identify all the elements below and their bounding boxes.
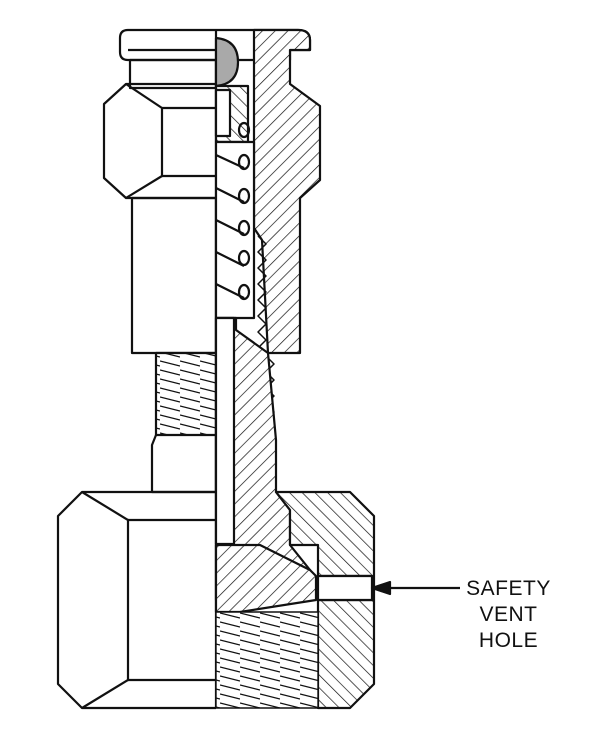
callout-arrow bbox=[370, 580, 460, 596]
upper-body-section bbox=[252, 28, 322, 355]
callout-line-2: VENT bbox=[479, 603, 538, 626]
vent-hole bbox=[316, 574, 374, 602]
spring-coils bbox=[214, 121, 256, 320]
lower-internal-threads bbox=[215, 611, 319, 709]
seal-ball bbox=[214, 36, 240, 88]
threaded-stem bbox=[150, 351, 218, 494]
callout-line-3: HOLE bbox=[478, 629, 539, 652]
body-shank bbox=[130, 196, 218, 355]
poppet-stem bbox=[214, 84, 250, 144]
safety-vent-hole-label: SAFETY VENT HOLE bbox=[436, 576, 581, 654]
callout-line-1: SAFETY bbox=[466, 577, 551, 600]
lower-stem-section bbox=[214, 316, 312, 602]
upper-hex-nut bbox=[102, 82, 216, 200]
lower-hex-nut bbox=[56, 490, 216, 710]
